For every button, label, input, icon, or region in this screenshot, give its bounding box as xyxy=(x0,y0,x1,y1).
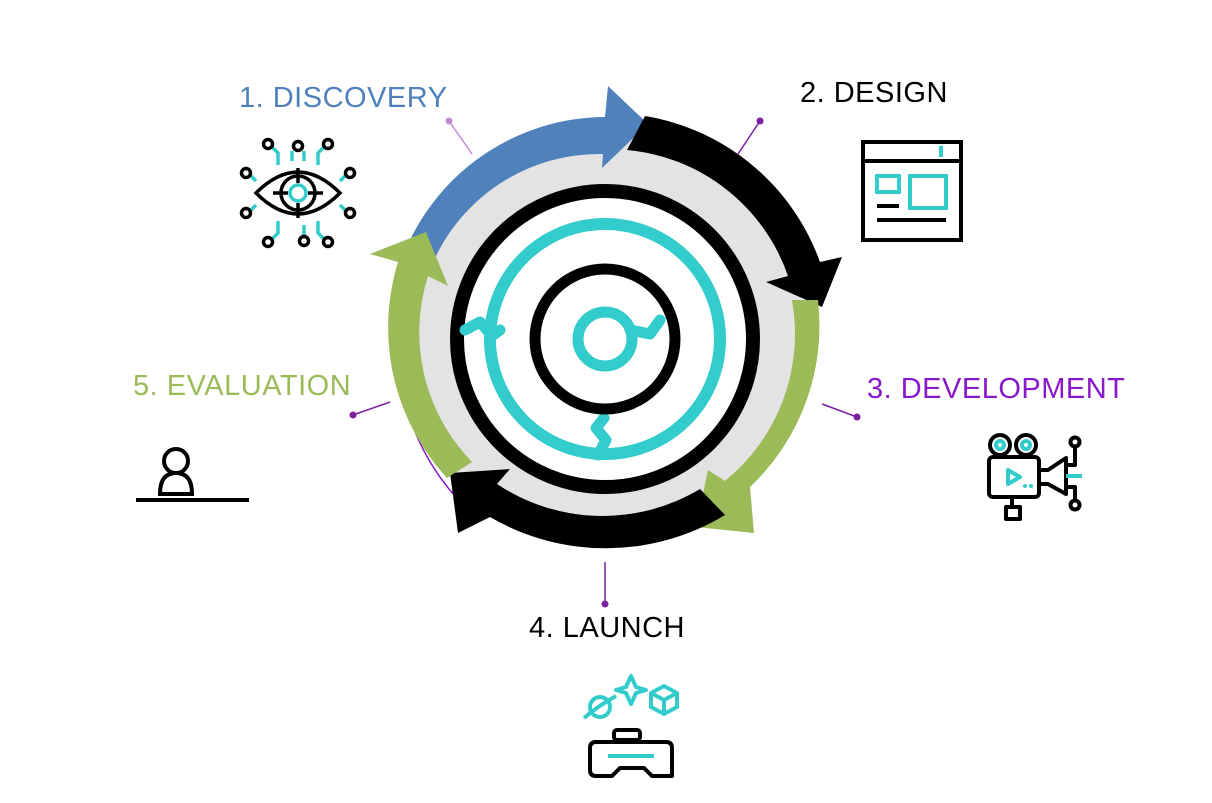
evaluation-arrow xyxy=(370,232,472,478)
connector-discovery xyxy=(445,117,473,155)
stage-label-launch: 4. LAUNCH xyxy=(529,612,685,644)
connector-evaluation xyxy=(349,401,391,419)
video-camera-icon xyxy=(987,433,1082,521)
connector-design xyxy=(737,117,764,155)
stage-label-design: 2. DESIGN xyxy=(800,77,948,109)
eye-circuit-icon xyxy=(239,137,357,249)
web-layout-icon xyxy=(861,140,963,242)
maze-icon xyxy=(450,184,760,494)
connector-development xyxy=(821,403,861,421)
design-arrow xyxy=(627,116,842,307)
connector-launch xyxy=(601,562,609,608)
connectors xyxy=(349,117,861,608)
discovery-arrow xyxy=(410,86,648,256)
stage-label-development: 3. DEVELOPMENT xyxy=(867,373,1126,405)
vr-headset-icon xyxy=(582,674,679,778)
launch-arrow xyxy=(450,469,725,549)
user-on-line-icon xyxy=(136,447,249,502)
stage-label-discovery: 1. DISCOVERY xyxy=(239,82,448,114)
cycle-arrows xyxy=(370,86,842,549)
stage-label-evaluation: 5. EVALUATION xyxy=(133,370,352,402)
